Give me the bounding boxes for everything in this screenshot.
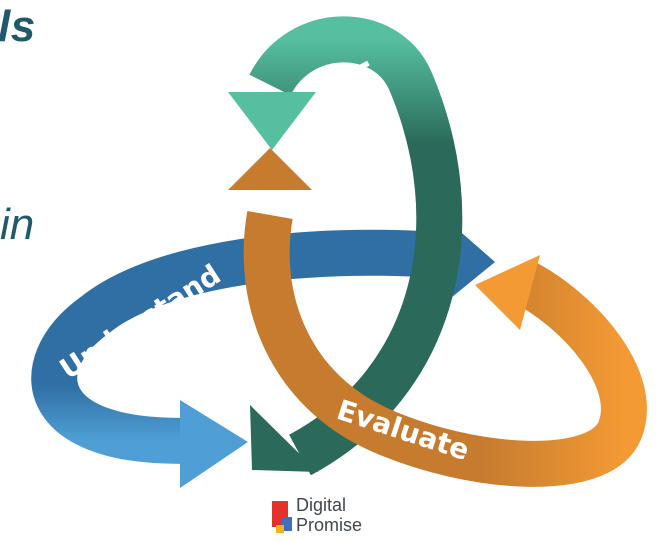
evaluate-arrow [228,148,647,487]
use-arrowhead [228,92,316,150]
digital-promise-logo: Digital Promise [272,495,412,541]
understand-tail-head [180,400,248,488]
logo-line-2: Promise [296,515,363,535]
logo-line-1: Digital [296,495,347,515]
use-arrow [228,16,463,476]
logo-wordmark: Digital Promise [296,495,362,535]
evaluate-arrowhead [228,148,312,190]
use-tail-head [250,405,318,472]
logo-mark-icon [272,501,292,533]
partial-heading-fragment: ls [0,2,36,51]
partial-text-fragment: in [0,200,35,249]
evaluate-tail-head [475,255,540,330]
